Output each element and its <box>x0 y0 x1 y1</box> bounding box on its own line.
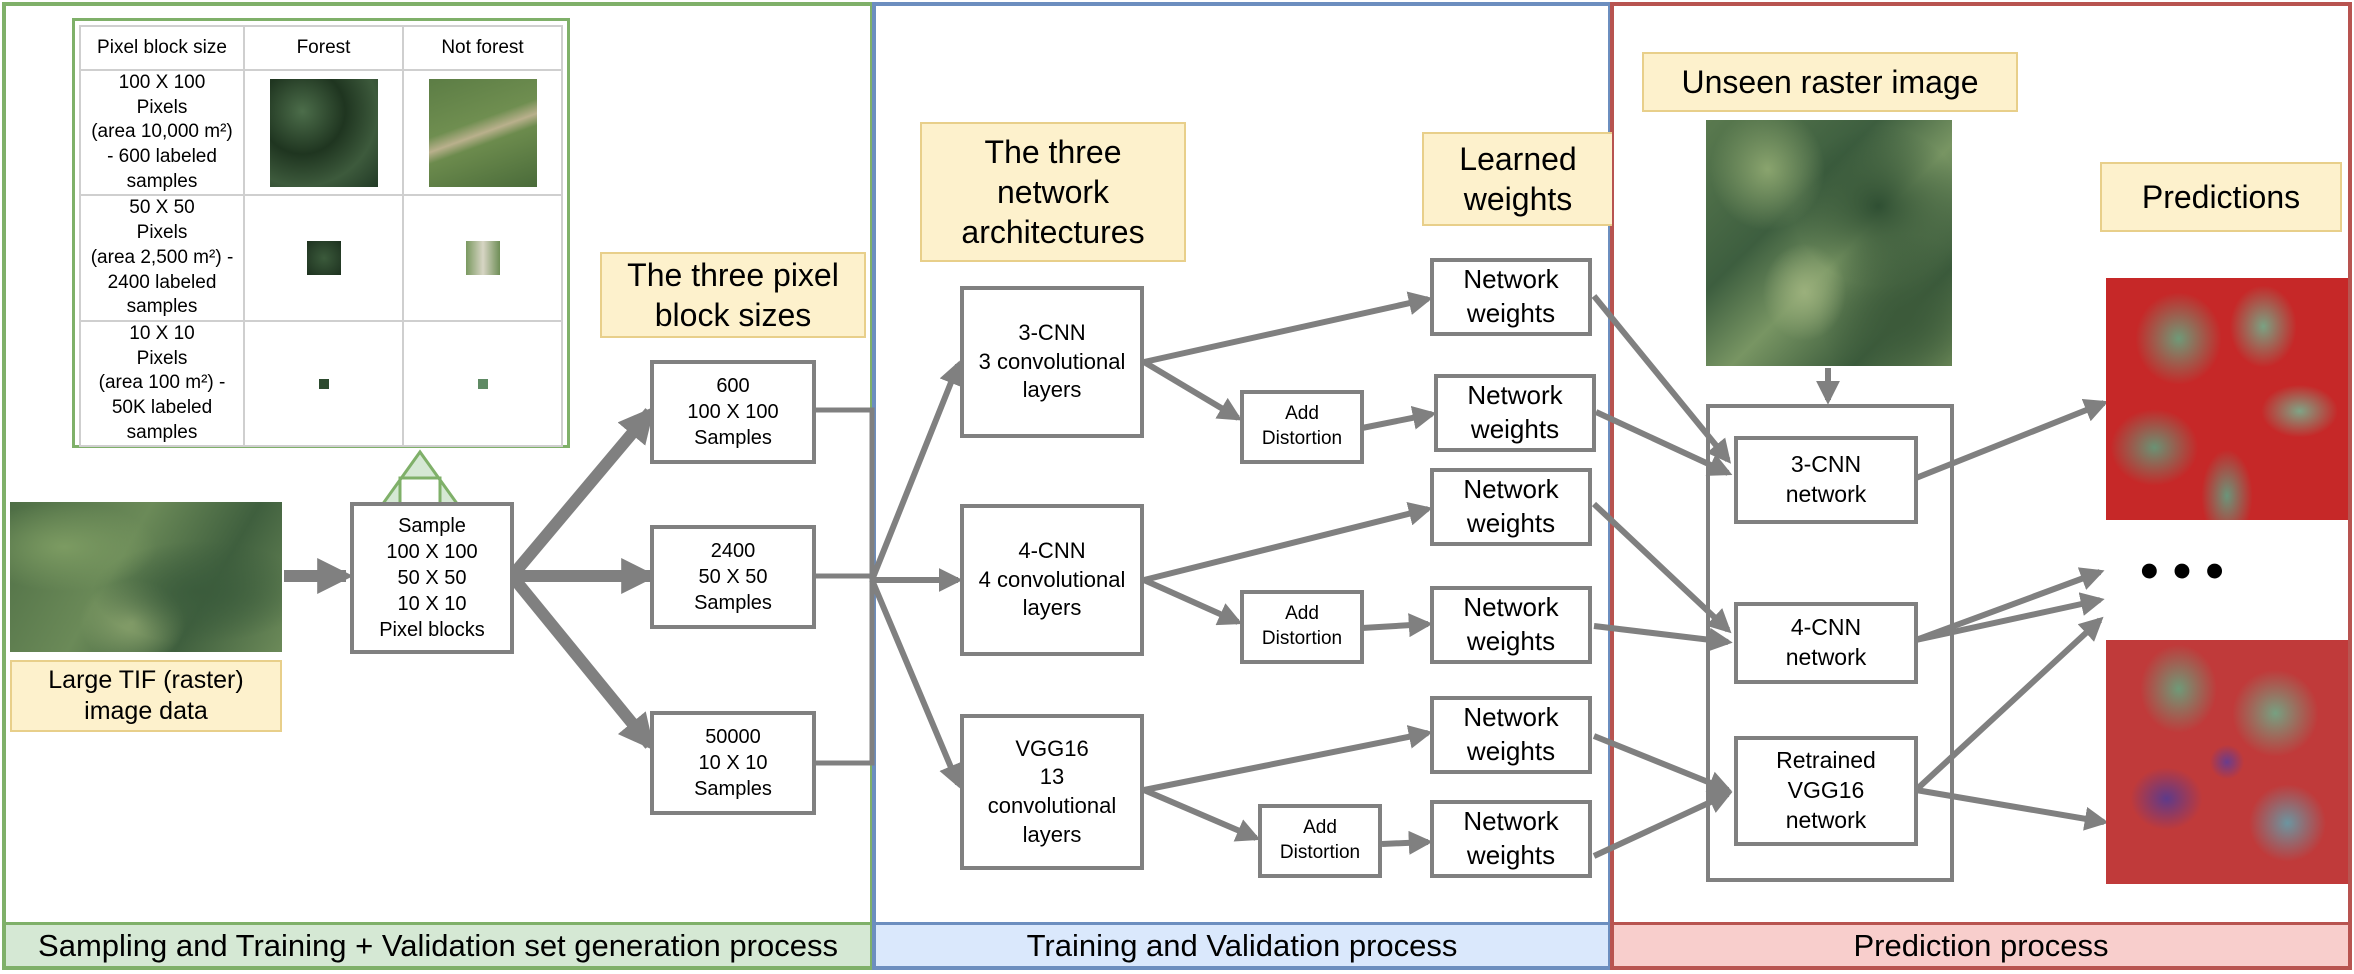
sample-size-table: Pixel block size Forest Not forest 100 X… <box>72 18 570 448</box>
unseen-raster-image <box>1706 120 1952 366</box>
not-forest-sample-medium <box>465 241 500 276</box>
sample-table-grid: Pixel block size Forest Not forest 100 X… <box>79 25 563 448</box>
not-forest-sample-large <box>428 78 537 187</box>
training-footer: Training and Validation process <box>876 922 1608 966</box>
forest-sample-large <box>269 78 378 187</box>
not-forest-sample-small <box>477 378 488 389</box>
ellipsis-more-predictions: • • • <box>2140 542 2224 600</box>
unseen-raster-label: Unseen raster image <box>1642 52 2018 112</box>
prediction-image-bottom <box>2106 640 2348 884</box>
header-forest: Forest <box>243 25 404 71</box>
sampling-footer: Sampling and Training + Validation set g… <box>6 922 870 966</box>
prediction-network-group <box>1706 404 1954 882</box>
input-data-label: Large TIF (raster)image data <box>10 660 282 732</box>
forest-sample-medium <box>306 241 341 276</box>
large-raster-image <box>10 502 282 652</box>
prediction-image-top <box>2106 278 2348 520</box>
forest-sample-small <box>318 378 329 389</box>
prediction-panel <box>1610 2 2352 970</box>
header-pixel-block-size: Pixel block size <box>79 25 245 71</box>
header-not-forest: Not forest <box>402 25 563 71</box>
predictions-label: Predictions <box>2100 162 2342 232</box>
prediction-footer: Prediction process <box>1614 922 2348 966</box>
